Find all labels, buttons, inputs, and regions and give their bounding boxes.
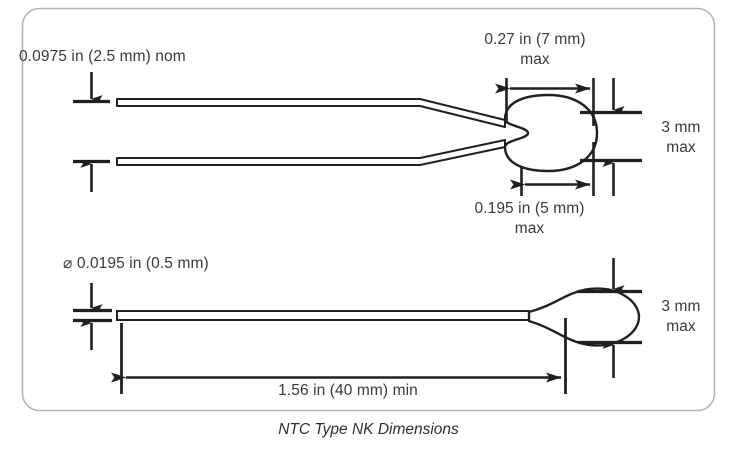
label-bead-width: 0.27 in (7 mm): [484, 31, 586, 48]
dimension-bead-height-top: [580, 78, 642, 196]
thermistor-bead-bottom: [527, 287, 641, 347]
dimension-bead-height-bottom: [578, 258, 642, 378]
label-wire-diameter: ⌀ 0.0195 in (0.5 mm): [63, 255, 209, 272]
label-bead-height-top-line1: 3 mm: [661, 119, 701, 136]
label-bead-offset: 0.195 in (5 mm): [474, 200, 585, 217]
figure-caption: NTC Type NK Dimensions: [278, 421, 459, 438]
label-bead-height-top-line2: max: [666, 139, 696, 156]
label-bead-height-bottom-line1: 3 mm: [661, 298, 701, 315]
lower-lead-wire: [116, 139, 506, 166]
dimension-bead-width: [495, 78, 595, 126]
label-lead-length: 1.56 in (40 mm) min: [278, 382, 418, 399]
label-lead-spacing: 0.0975 in (2.5 mm) nom: [19, 48, 186, 65]
dimension-lead-length: [111, 318, 567, 394]
label-bead-offset-qualifier: max: [514, 220, 545, 237]
figure-frame: [21, 7, 716, 412]
single-lead-wire: [116, 310, 530, 321]
thermistor-bead-top: [503, 93, 599, 173]
label-bead-width-qualifier: max: [520, 51, 550, 68]
upper-lead-wire: [116, 98, 506, 128]
dimension-wire-diameter: [73, 283, 112, 350]
dimension-lead-spacing: [73, 72, 110, 192]
dimension-bead-offset: [510, 142, 595, 196]
top-view-part: [116, 93, 599, 173]
label-bead-height-bottom-line2: max: [666, 318, 696, 335]
bottom-view-part: [116, 287, 641, 347]
